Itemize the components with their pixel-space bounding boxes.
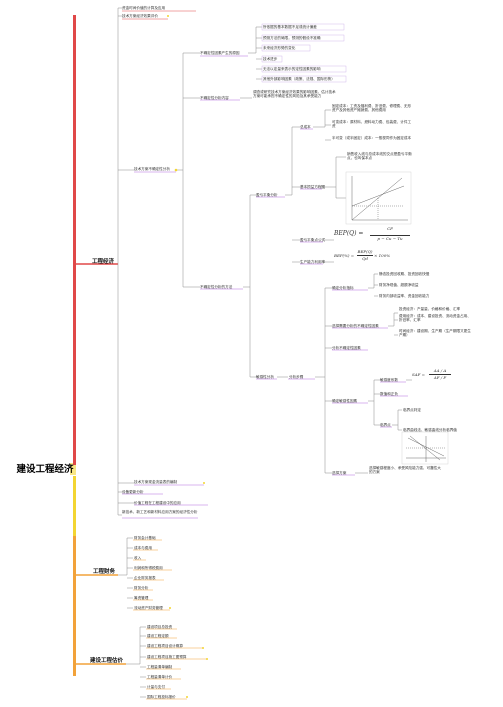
cause-item[interactable]: 所依据的基本数据不足或统计偏差: [263, 25, 317, 29]
bep-formula-lhs: BEP(Q) =: [334, 230, 364, 237]
node-loss-profit-model[interactable]: 基本损益方程图: [300, 185, 326, 189]
finance-item[interactable]: 利润和所得税费用: [134, 566, 163, 570]
node-bep-formula[interactable]: 盈亏平衡点公式: [300, 238, 326, 242]
capacity-formula-num: BEP(Q): [357, 249, 373, 254]
bep-formula-den: p − Cu − Tu: [370, 235, 410, 241]
total-cost-item: 半可变（或半固定）成本：一般视同作为固定成本: [332, 136, 412, 140]
estimation-item[interactable]: 建设工程项目施工图预算: [147, 655, 187, 659]
branch-construction-estimation[interactable]: 建设工程估价: [90, 658, 124, 664]
node-equipment-renewal[interactable]: 设备更新分析: [122, 490, 144, 494]
cause-item[interactable]: 无法以定量来表示的定性因素的影响: [263, 67, 321, 71]
bep-formula-num: CF: [387, 226, 393, 231]
node-uncertainty-causes[interactable]: 不确定性因素产生的原因: [200, 51, 240, 55]
critical-point-chart: [401, 431, 449, 465]
capacity-formula-lhs: BEP(%) =: [334, 253, 355, 258]
saf-lhs: SAF =: [412, 372, 426, 377]
critical-item: 临界点判定: [403, 408, 421, 412]
critical-item: 临界曲线法、敏感曲线分析临界值: [403, 428, 457, 432]
estimation-item[interactable]: 建设项目总投资: [147, 625, 173, 629]
choose-text: 选择敏感程度小、承受风险能力强、可靠性大的方案: [369, 466, 441, 475]
factor-item: 投资经济：产量量、价格和价格、汇率: [399, 307, 461, 311]
model-text: 销售收入线与总成本线的交点是盈亏平衡点，也叫保本点: [347, 152, 412, 161]
indicator-item: 财务内部收益率、资金回收能力: [379, 294, 430, 298]
factor-item: 时间经济：建设期、生产期（生产期限又更生产期）: [399, 329, 471, 338]
estimation-item[interactable]: 工程量清单计价: [147, 675, 173, 679]
cause-item[interactable]: 预测方法的局限，预测的假设不准确: [263, 36, 321, 40]
node-step-factors[interactable]: 选择需要分析的不确定性因素: [332, 324, 379, 328]
cause-item[interactable]: 技术进步: [263, 57, 278, 61]
node-step-choose[interactable]: 选择方案: [332, 471, 347, 475]
node-sensitivity-coefficient[interactable]: 敏感度系数: [380, 378, 398, 382]
estimation-item[interactable]: 建设工程定额: [147, 634, 169, 638]
estimation-item[interactable]: 国际工程投标报价: [147, 695, 176, 699]
branch-engineering-finance[interactable]: 工程财务: [93, 569, 116, 575]
capacity-formula-den: Qd: [357, 255, 373, 261]
total-cost-item: 可变成本：原材料、燃料动力费、包装费、计件工资: [332, 120, 412, 129]
finance-item[interactable]: 企业财务报表: [134, 576, 156, 580]
node-capacity-utilization[interactable]: 生产能力利用率: [300, 260, 326, 264]
node-analysis-methods[interactable]: 不确定性分析的方法: [200, 285, 233, 289]
node-sign-value[interactable]: 数值和正负: [380, 392, 398, 396]
finance-item[interactable]: 流动资产财务管理: [134, 606, 163, 610]
node-sensitivity[interactable]: 敏感性分析: [256, 375, 274, 379]
finance-item[interactable]: 财务分析: [134, 586, 149, 590]
node-total-cost[interactable]: 总成本: [300, 125, 311, 129]
saf-num: ΔA / A: [433, 368, 447, 373]
total-cost-item: 固定成本：工资及福利费、折旧费、修理费、无形资产及其他资产摊销费、其他费用: [332, 104, 412, 113]
indicator-item: 财务净现值、超额净收益: [379, 283, 419, 287]
node-uncertainty-analysis[interactable]: 技术方案不确定性分析: [134, 167, 170, 171]
analysis-content-text: 调查或研究技术方案经济效果的影响因素，估计技术方案可能承担不确定性的风险及其承受…: [253, 90, 336, 99]
node-analysis-steps[interactable]: 分析步骤: [289, 375, 304, 379]
saf-den: ΔF / F: [429, 374, 451, 380]
capacity-formula-tail: × 100%: [374, 253, 391, 258]
finance-item[interactable]: 财务会计基础: [134, 536, 156, 540]
node-break-even[interactable]: 盈亏平衡分析: [256, 193, 278, 197]
node-step-indicators[interactable]: 确定分析指标: [332, 286, 354, 290]
indicator-item: 静态投资回收期、投资回收快慢: [379, 272, 430, 276]
finance-item[interactable]: 成本与费用: [134, 546, 152, 550]
cause-item[interactable]: 其他外部影响因素（政策、法规、国际形势）: [263, 77, 335, 81]
node-analysis-content[interactable]: 不确定性分析内容: [200, 96, 229, 100]
node-effect-evaluation[interactable]: 技术方案经济效果评价: [122, 14, 158, 18]
break-even-chart: [345, 171, 412, 225]
cause-item[interactable]: 未来经济形势的变化: [263, 46, 296, 50]
node-time-value[interactable]: 资金时间价值的计算及应用: [122, 6, 166, 10]
finance-item[interactable]: 收入: [134, 556, 142, 560]
factor-item: 费用经济：成本、建设投资、流动资金占用、折旧率、汇率: [399, 314, 471, 323]
node-step-sensitive-factors[interactable]: 确定敏感性因素: [332, 399, 358, 403]
node-critical-point[interactable]: 临界点: [380, 423, 391, 427]
estimation-item[interactable]: 工程量清单编制: [147, 665, 173, 669]
root-node[interactable]: 建设工程经济: [16, 464, 74, 475]
branch-engineering-economics[interactable]: 工程经济: [92, 259, 115, 265]
estimation-item[interactable]: 计量与支付: [147, 685, 165, 689]
estimation-item[interactable]: 建设工程项目设计概算: [147, 644, 183, 648]
node-step-analyze[interactable]: 分析不确定性因素: [332, 346, 361, 350]
finance-item[interactable]: 筹资管理: [134, 596, 149, 600]
node-new-tech[interactable]: 新技术、新工艺和新材料应用方案的经济性分析: [122, 510, 198, 514]
node-value-engineering[interactable]: 价值工程在工程建设中的应用: [134, 501, 181, 505]
node-cash-flow[interactable]: 技术方案现金流量表的编制: [134, 480, 178, 484]
